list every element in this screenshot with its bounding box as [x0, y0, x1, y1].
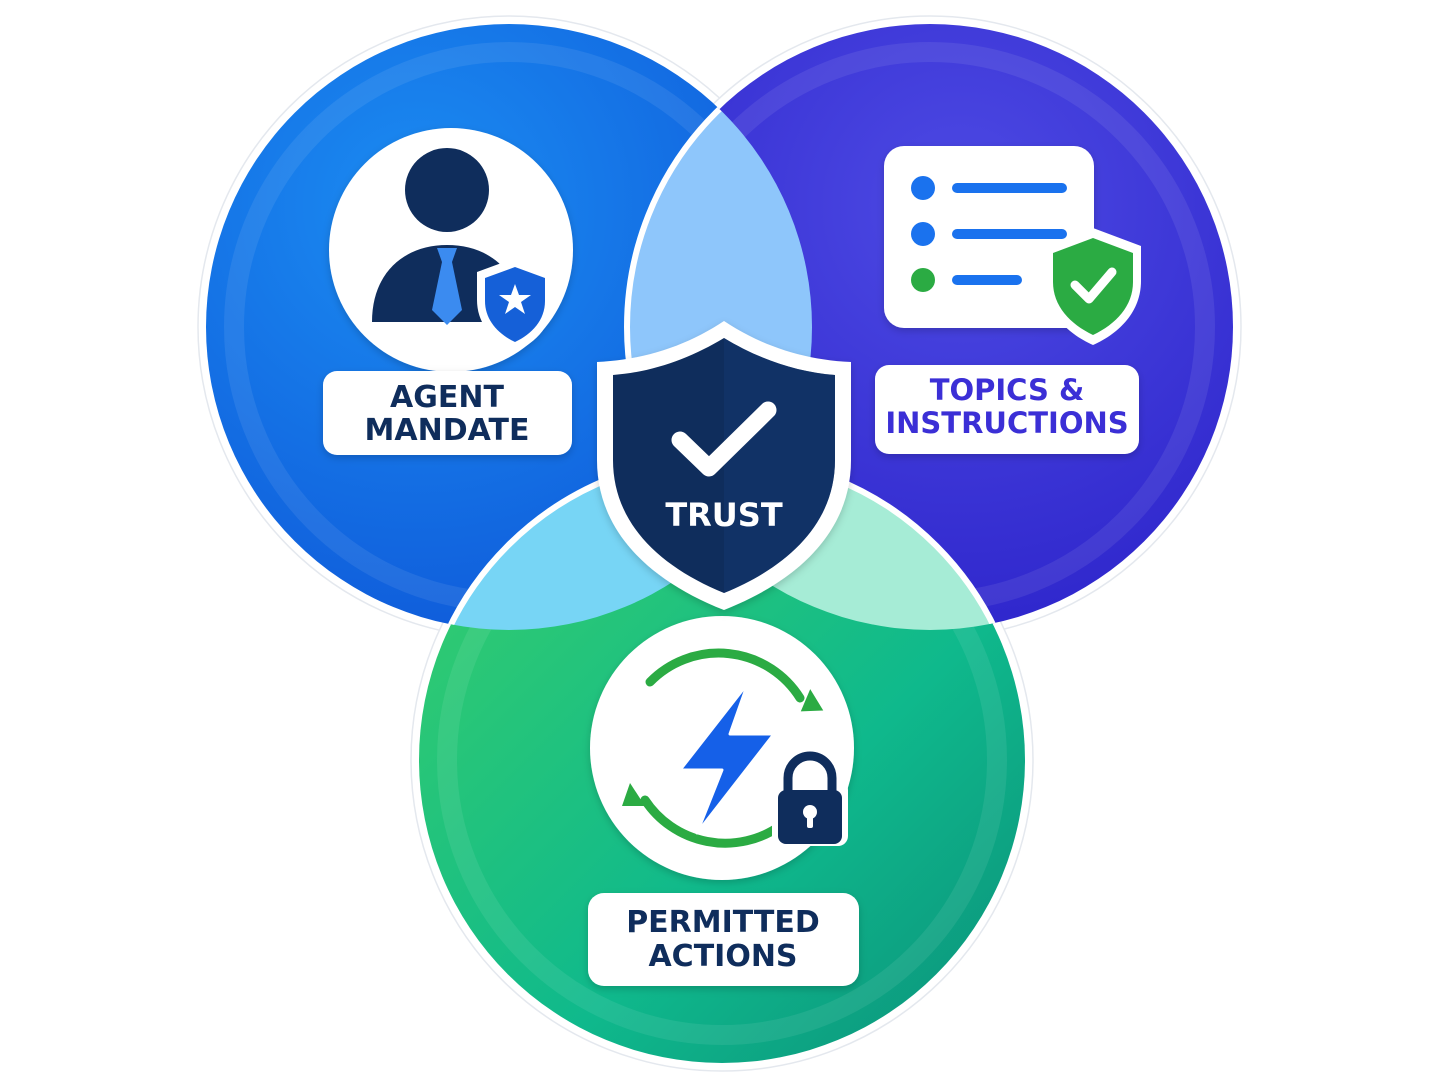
label-topics-instructions-line2: INSTRUCTIONS	[885, 406, 1128, 440]
label-agent-mandate: AGENT MANDATE	[323, 371, 572, 455]
label-agent-mandate-line2: MANDATE	[365, 413, 530, 448]
label-permitted-actions-line2: ACTIONS	[648, 939, 797, 974]
user-shield-icon	[329, 128, 573, 372]
label-permitted-actions-line1: PERMITTED	[626, 905, 820, 940]
label-agent-mandate-line1: AGENT	[390, 380, 504, 415]
label-topics-instructions-line1: TOPICS &	[930, 373, 1085, 407]
label-topics-instructions: TOPICS & INSTRUCTIONS	[875, 365, 1139, 454]
center-label-trust: TRUST	[665, 496, 783, 534]
bolt-lock-icon	[590, 616, 854, 880]
label-permitted-actions: PERMITTED ACTIONS	[588, 893, 859, 986]
shield-check-icon: TRUST	[597, 321, 851, 610]
checklist-shield-icon	[884, 146, 1141, 345]
